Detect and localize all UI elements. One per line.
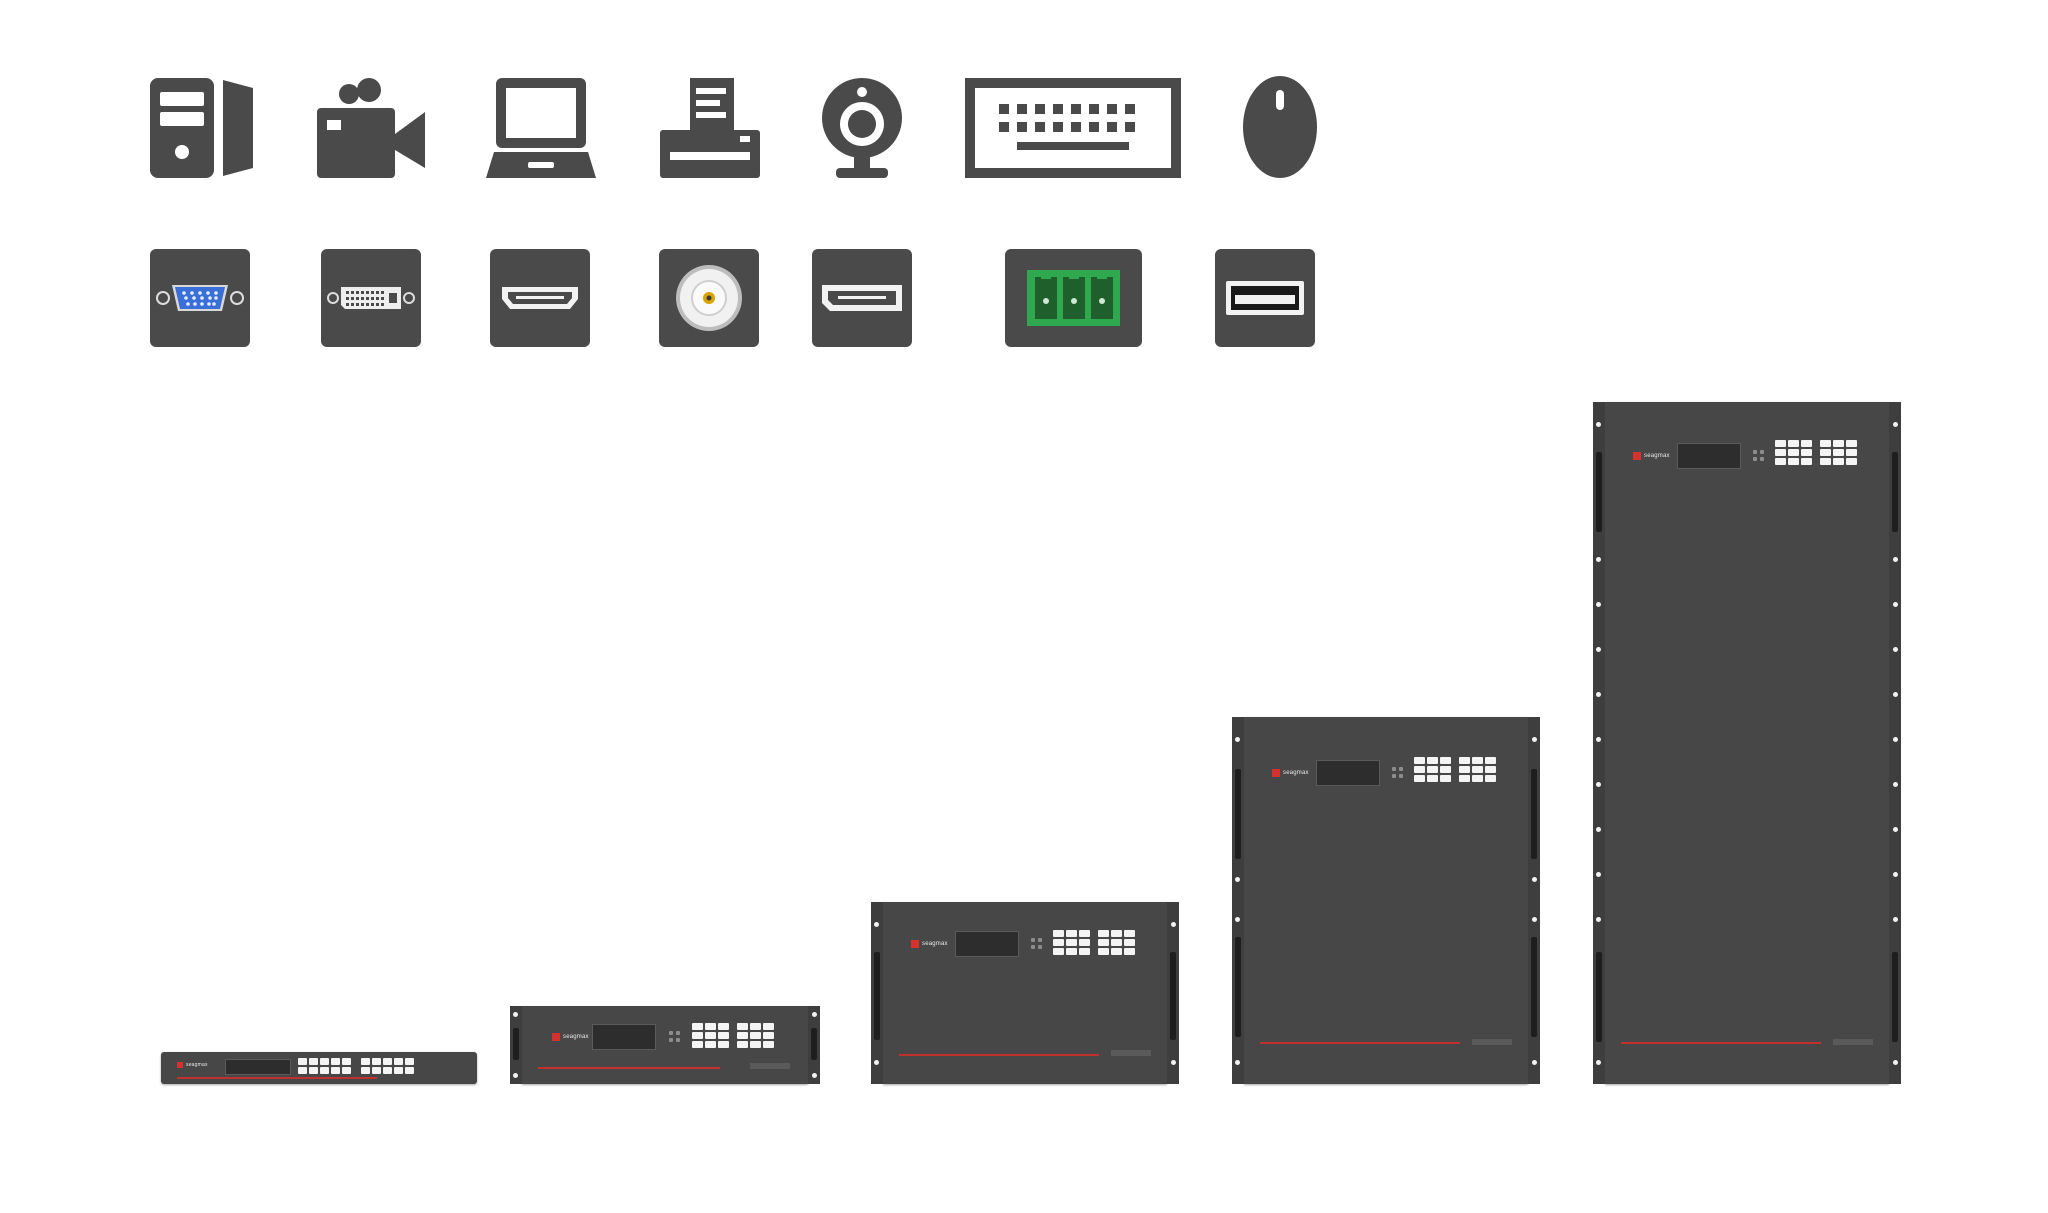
pc-tower-icon <box>150 78 256 178</box>
printer-icon <box>660 78 760 178</box>
displayport-icon <box>812 249 912 347</box>
laptop-icon <box>486 78 596 178</box>
accent-stripe <box>899 1054 1099 1056</box>
matrix-18u: seagmax <box>1232 717 1540 1084</box>
webcam-icon <box>820 78 904 178</box>
accent-stripe <box>177 1077 377 1079</box>
front-panel-display <box>592 1024 656 1050</box>
accent-stripe <box>1260 1042 1460 1044</box>
brand-logo: seagmax <box>1633 452 1670 460</box>
brand-logo: seagmax <box>552 1033 589 1041</box>
hdmi-port-icon <box>490 249 590 347</box>
accent-stripe <box>538 1067 720 1069</box>
logo-mark-icon <box>1272 769 1280 777</box>
front-panel-display <box>1316 760 1380 786</box>
front-panel-display <box>1677 443 1741 469</box>
front-panel-display <box>225 1059 291 1075</box>
matrix-4u: seagmax <box>510 1006 820 1084</box>
terminal-block-icon <box>1005 249 1142 347</box>
nav-buttons <box>1753 450 1764 461</box>
usb-port-icon <box>1215 249 1315 347</box>
brand-name: seagmax <box>186 1062 208 1068</box>
logo-mark-icon <box>552 1033 560 1041</box>
model-plate <box>1472 1039 1512 1045</box>
nav-buttons <box>669 1031 680 1042</box>
front-panel-keypad <box>1414 757 1496 782</box>
matrix-1u: seagmax <box>161 1052 477 1084</box>
accent-stripe <box>1621 1042 1821 1044</box>
model-plate <box>750 1063 790 1069</box>
front-panel-keypad <box>1775 440 1857 465</box>
model-plate <box>1111 1050 1151 1056</box>
mouse-icon <box>1243 76 1317 178</box>
front-panel-keypad <box>298 1058 414 1074</box>
dvi-port-icon <box>321 249 421 347</box>
matrix-9u: seagmax <box>871 902 1179 1084</box>
brand-name: seagmax <box>563 1034 589 1040</box>
brand-logo: seagmax <box>911 940 948 948</box>
model-plate <box>1833 1039 1873 1045</box>
keyboard-icon <box>965 78 1181 178</box>
video-camera-icon <box>317 78 425 178</box>
matrix-36u: seagmax <box>1593 402 1901 1084</box>
brand-logo: seagmax <box>177 1062 208 1068</box>
logo-mark-icon <box>177 1062 183 1068</box>
brand-name: seagmax <box>1644 453 1670 459</box>
brand-name: seagmax <box>1283 770 1309 776</box>
front-panel-display <box>955 931 1019 957</box>
nav-buttons <box>1392 767 1403 778</box>
bnc-port-icon <box>659 249 759 347</box>
logo-mark-icon <box>1633 452 1641 460</box>
brand-logo: seagmax <box>1272 769 1309 777</box>
front-panel-keypad <box>692 1023 774 1048</box>
vga-port-icon <box>150 249 250 347</box>
nav-buttons <box>1031 938 1042 949</box>
logo-mark-icon <box>911 940 919 948</box>
front-panel-keypad <box>1053 930 1135 955</box>
brand-name: seagmax <box>922 941 948 947</box>
